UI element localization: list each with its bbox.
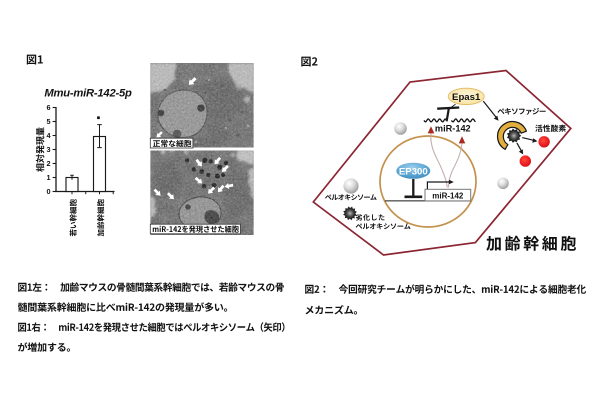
svg-text:5: 5 [46, 117, 50, 126]
svg-text:0: 0 [46, 187, 50, 196]
svg-text:EP300: EP300 [399, 166, 428, 177]
svg-text:3: 3 [46, 145, 50, 154]
svg-text:2: 2 [46, 159, 50, 168]
svg-text:Epas1: Epas1 [452, 92, 481, 103]
svg-text:miR-142: miR-142 [432, 192, 464, 201]
svg-text:Mmu-miR-142-5p: Mmu-miR-142-5p [44, 88, 132, 100]
svg-text:4: 4 [46, 131, 51, 140]
svg-text:miR-142: miR-142 [435, 123, 471, 133]
svg-text:1: 1 [46, 173, 50, 182]
svg-text:6: 6 [46, 103, 50, 112]
